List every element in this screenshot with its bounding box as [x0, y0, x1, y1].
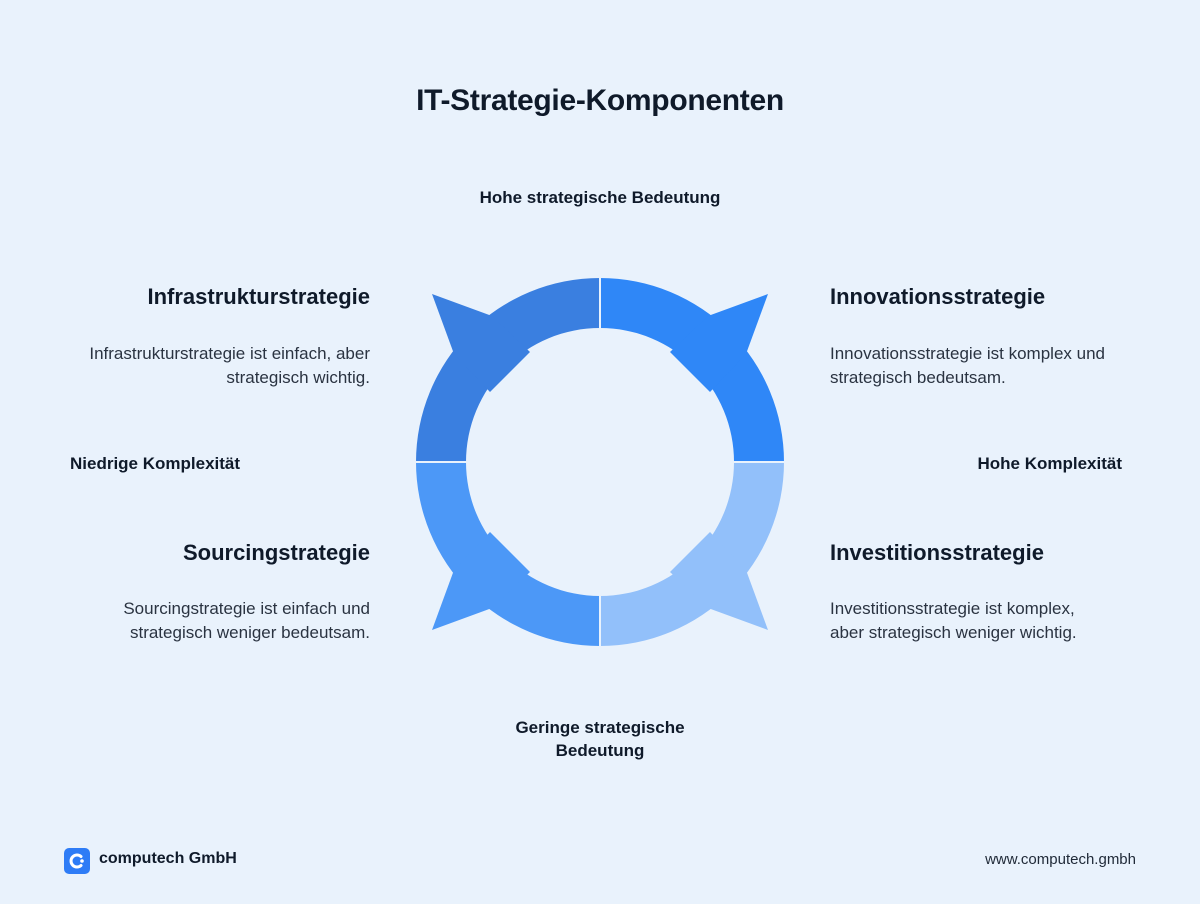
quadrant-desc-line: Innovationsstrategie ist komplex und — [830, 344, 1105, 363]
quadrant-desc-investment: Investitionsstrategie ist komplex, aber … — [830, 597, 1077, 645]
quadrant-title-infrastructure: Infrastrukturstrategie — [147, 284, 370, 309]
ring-segment-sourcing — [416, 462, 600, 646]
quadrant-desc-line: Investitionsstrategie ist komplex, — [830, 599, 1075, 618]
quadrant-title-innovation: Innovationsstrategie — [830, 284, 1046, 309]
page-title: IT-Strategie-Komponenten — [416, 84, 784, 117]
ring-segment-infrastructure — [416, 278, 600, 462]
axis-label-right: Hohe Komplexität — [977, 454, 1122, 473]
quadrant-title-sourcing: Sourcingstrategie — [182, 540, 370, 565]
quadrant-desc-line: aber strategisch weniger wichtig. — [830, 623, 1077, 642]
quadrant-title-investment: Investitionsstrategie — [830, 540, 1044, 565]
ring-segment-innovation — [600, 278, 784, 462]
axis-label-left: Niedrige Komplexität — [70, 454, 241, 473]
footer-website-link[interactable]: www.computech.gmbh — [985, 851, 1136, 868]
quadrant-ring-diagram — [414, 276, 786, 648]
axis-label-top: Hohe strategische Bedeutung — [479, 188, 721, 207]
quadrant-desc-infrastructure: Infrastrukturstrategie ist einfach, aber… — [89, 342, 370, 390]
axis-label-bottom-line1: Geringe strategische — [515, 718, 685, 737]
quadrant-desc-line: strategisch weniger bedeutsam. — [129, 623, 370, 642]
ring-segment-investment — [600, 462, 784, 646]
axis-label-bottom: Geringe strategische Bedeutung — [0, 716, 1200, 762]
footer-brand-name: computech GmbH — [99, 850, 237, 867]
computech-logo-icon — [64, 848, 90, 874]
quadrant-desc-line: Infrastrukturstrategie ist einfach, aber — [89, 344, 370, 363]
quadrant-desc-line: Sourcingstrategie ist einfach und — [123, 599, 370, 618]
quadrant-desc-line: strategisch wichtig. — [226, 368, 370, 387]
quadrant-desc-sourcing: Sourcingstrategie ist einfach und strate… — [123, 597, 370, 645]
quadrant-desc-line: strategisch bedeutsam. — [830, 368, 1006, 387]
quadrant-desc-innovation: Innovationsstrategie ist komplex und str… — [830, 342, 1105, 390]
axis-label-bottom-line2: Bedeutung — [555, 741, 645, 760]
